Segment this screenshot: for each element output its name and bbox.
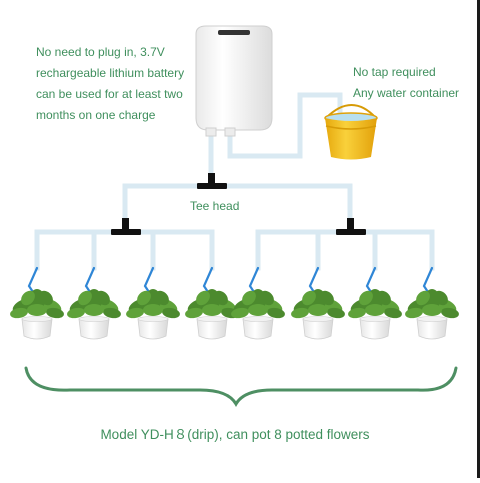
water-note-line: No tap required: [353, 65, 436, 79]
pot-rim: [196, 316, 228, 322]
frame-edge: [477, 0, 480, 478]
plant-leaf: [39, 290, 53, 306]
potted-plant: [348, 229, 402, 340]
plant-leaf: [416, 290, 430, 306]
water-note-line: Any water container: [353, 86, 460, 100]
plant-leaf: [10, 307, 28, 319]
plant-leaf: [405, 307, 423, 319]
plant-leaf: [242, 290, 256, 306]
plant-leaf: [359, 290, 373, 306]
plant-leaf: [327, 307, 345, 319]
plant-leaf: [103, 307, 121, 319]
plant-leaf: [348, 307, 366, 319]
plant-leaf: [78, 290, 92, 306]
battery-note-line: No need to plug in, 3.7V: [36, 45, 165, 59]
plant-leaf: [248, 304, 268, 316]
potted-plant: [405, 229, 459, 340]
pot-rim: [21, 316, 53, 322]
potted-plant: [291, 229, 345, 340]
plant-leaf: [291, 307, 309, 319]
plant-leaf: [231, 307, 249, 319]
plant-leaf: [143, 304, 163, 316]
potted-plant: [231, 229, 285, 340]
battery-note-line: rechargeable lithium battery: [36, 66, 185, 80]
tee-connectors: [111, 173, 366, 235]
flower-pot: [302, 318, 334, 340]
plant-leaf: [185, 307, 203, 319]
pot-rim: [78, 316, 110, 322]
pump-outlet-left: [205, 127, 217, 137]
left-tee-bar: [111, 229, 141, 235]
plant-leaf: [302, 290, 316, 306]
plant-leaf: [84, 304, 104, 316]
flower-pot: [21, 318, 53, 340]
main-tee-stem: [208, 173, 215, 185]
right-tee-bar: [336, 229, 366, 235]
pump-unit: [195, 25, 273, 137]
potted-plant: [185, 229, 239, 340]
plant-leaf: [202, 304, 222, 316]
battery-note-line: can be used for at least two: [36, 87, 183, 101]
plants-row: [10, 229, 459, 340]
bucket-rim-band: [325, 125, 377, 130]
plant-leaf: [214, 290, 228, 306]
flower-pot: [416, 318, 448, 340]
plant-leaf: [21, 290, 35, 306]
plant-leaf: [155, 290, 169, 306]
plant-leaf: [46, 307, 64, 319]
bucket-body: [325, 118, 377, 160]
flower-pot: [78, 318, 110, 340]
potted-plant: [67, 229, 121, 340]
right-tee-stem: [347, 218, 354, 230]
plant-leaf: [162, 307, 180, 319]
plant-leaf: [434, 290, 448, 306]
battery-note: No need to plug in, 3.7V rechargeable li…: [36, 42, 206, 126]
tee-head-label: Tee head: [190, 199, 240, 213]
potted-plant: [10, 229, 64, 340]
plant-leaf: [126, 307, 144, 319]
plant-leaf: [365, 304, 385, 316]
flower-pot: [242, 318, 274, 340]
pot-rim: [137, 316, 169, 322]
plant-leaf: [67, 307, 85, 319]
pot-rim: [302, 316, 334, 322]
plant-leaf: [260, 290, 274, 306]
plant-leaf: [308, 304, 328, 316]
pump-display: [218, 30, 250, 35]
water-bucket: [324, 104, 378, 160]
plant-leaf: [196, 290, 210, 306]
flower-pot: [359, 318, 391, 340]
plant-leaf: [137, 290, 151, 306]
grouping-brace: [24, 366, 458, 408]
battery-note-line: months on one charge: [36, 108, 156, 122]
plant-leaf: [96, 290, 110, 306]
potted-plant: [126, 229, 180, 340]
pump-outlet-right: [224, 127, 236, 137]
plant-leaf: [384, 307, 402, 319]
pump-body: [195, 25, 273, 131]
flower-pot: [137, 318, 169, 340]
water-note: No tap required Any water container: [353, 62, 478, 104]
flower-pot: [196, 318, 228, 340]
plant-leaf: [441, 307, 459, 319]
intake-tube: [227, 92, 343, 159]
main-tee-bar: [197, 183, 227, 189]
model-caption: Model YD-H８(drip), can pot 8 potted flow…: [100, 427, 370, 442]
pot-rim: [359, 316, 391, 322]
bucket-handle: [325, 104, 377, 119]
left-tee-stem: [122, 218, 129, 230]
plant-leaf: [377, 290, 391, 306]
plant-leaf: [320, 290, 334, 306]
pot-rim: [242, 316, 274, 322]
plant-leaf: [267, 307, 285, 319]
pot-rim: [416, 316, 448, 322]
plant-leaf: [422, 304, 442, 316]
plant-leaf: [27, 304, 47, 316]
